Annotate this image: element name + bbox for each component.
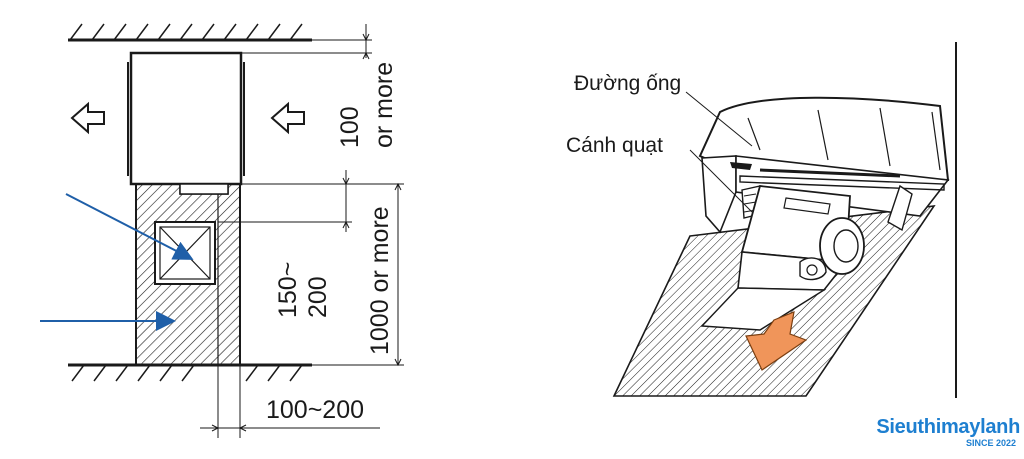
pipe-leader-line [685,91,753,147]
left-side-view: 100 or more 150~ 200 1000 or more [40,23,404,438]
duct-unit [701,155,950,234]
label-pipe: Đường ống [574,72,681,95]
dim-side-gap: 100~200 [266,396,364,424]
fan-leader-line [689,149,753,213]
pointer-arrow-duct [65,193,194,260]
label-fan: Cánh quạt [566,134,663,157]
indoor-unit [127,51,245,195]
ceiling-wall [68,23,312,42]
airflow-right-arrow [270,101,305,135]
brand-watermark: Sieuthimaylanh SINCE 2022 [846,416,1022,456]
floor-wall [68,363,312,382]
right-perspective-view: Đường ống Cánh quạt [566,42,957,398]
dimension-total-clearance [312,182,404,367]
outlet-frame [700,287,827,331]
dim-height-range-b: 200 [304,276,332,318]
fan-assembly [737,185,865,291]
dim-top-clearance-value: 100 [336,106,364,148]
duct-box [154,221,216,285]
dim-height-range-a: 150~ [274,262,302,318]
dimension-side-gap [200,365,380,438]
brand-tagline: SINCE 2022 [965,438,1016,448]
airflow-left-arrow [70,101,105,135]
dim-total-clearance: 1000 or more [366,206,394,355]
dim-top-clearance-suffix: or more [370,62,398,148]
brand-name: Sieuthimaylanh [876,416,1020,438]
dimension-height-range [218,170,404,232]
airflow-down-arrow [745,311,808,371]
dimension-top-clearance [241,24,372,60]
